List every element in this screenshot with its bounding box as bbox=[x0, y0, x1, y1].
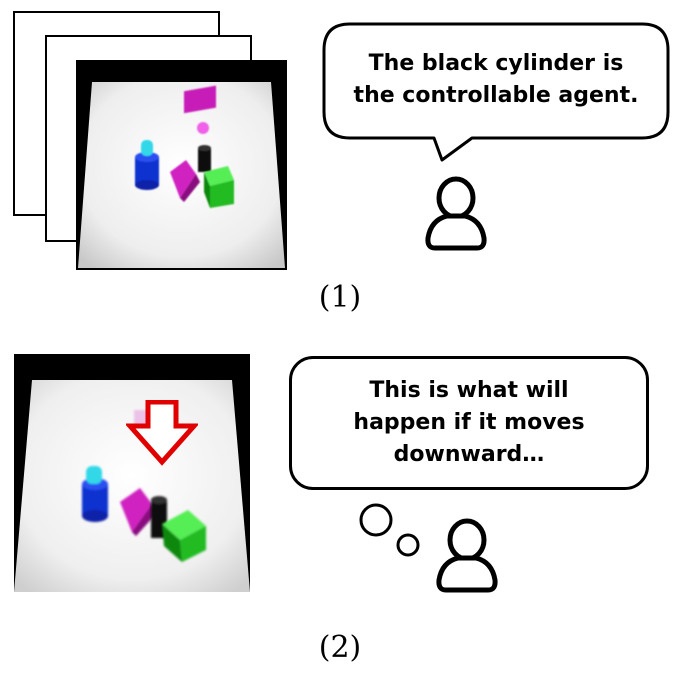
magenta-block-2 bbox=[120, 488, 156, 536]
scene-render-2 bbox=[14, 354, 250, 592]
panel-1-caption: (1) bbox=[318, 280, 362, 315]
speech-line-1: The black cylinder is bbox=[368, 51, 624, 76]
magenta-block-top bbox=[184, 85, 216, 134]
thought-line-2: happen if it moves bbox=[353, 410, 585, 435]
thought-bubble: This is what will happen if it moves dow… bbox=[289, 356, 649, 490]
person-icon bbox=[436, 518, 498, 593]
thought-circles bbox=[359, 503, 420, 557]
blue-cylinder-2 bbox=[82, 466, 108, 522]
down-arrow-icon bbox=[126, 400, 198, 466]
magenta-block bbox=[170, 160, 200, 202]
panel-1: The black cylinder is the controllable a… bbox=[0, 0, 682, 330]
blue-cylinder bbox=[135, 140, 159, 190]
thought-line-3: downward… bbox=[393, 442, 545, 467]
scene-render-1 bbox=[78, 62, 285, 268]
black-agent-cylinder bbox=[198, 145, 211, 172]
green-cube bbox=[204, 166, 234, 208]
speech-line-2: the controllable agent. bbox=[353, 83, 639, 108]
speech-bubble-1-shape bbox=[322, 22, 670, 162]
scene-frame-1 bbox=[76, 60, 287, 270]
thought-line-1: This is what will bbox=[369, 378, 569, 403]
panel-2: This is what will happen if it moves dow… bbox=[0, 330, 682, 686]
scene-frame-2 bbox=[14, 354, 250, 592]
panel-2-caption: (2) bbox=[318, 630, 362, 665]
speech-bubble-1-text: The black cylinder is the controllable a… bbox=[326, 26, 666, 134]
green-cube-2 bbox=[162, 510, 206, 562]
person-icon bbox=[425, 176, 487, 251]
